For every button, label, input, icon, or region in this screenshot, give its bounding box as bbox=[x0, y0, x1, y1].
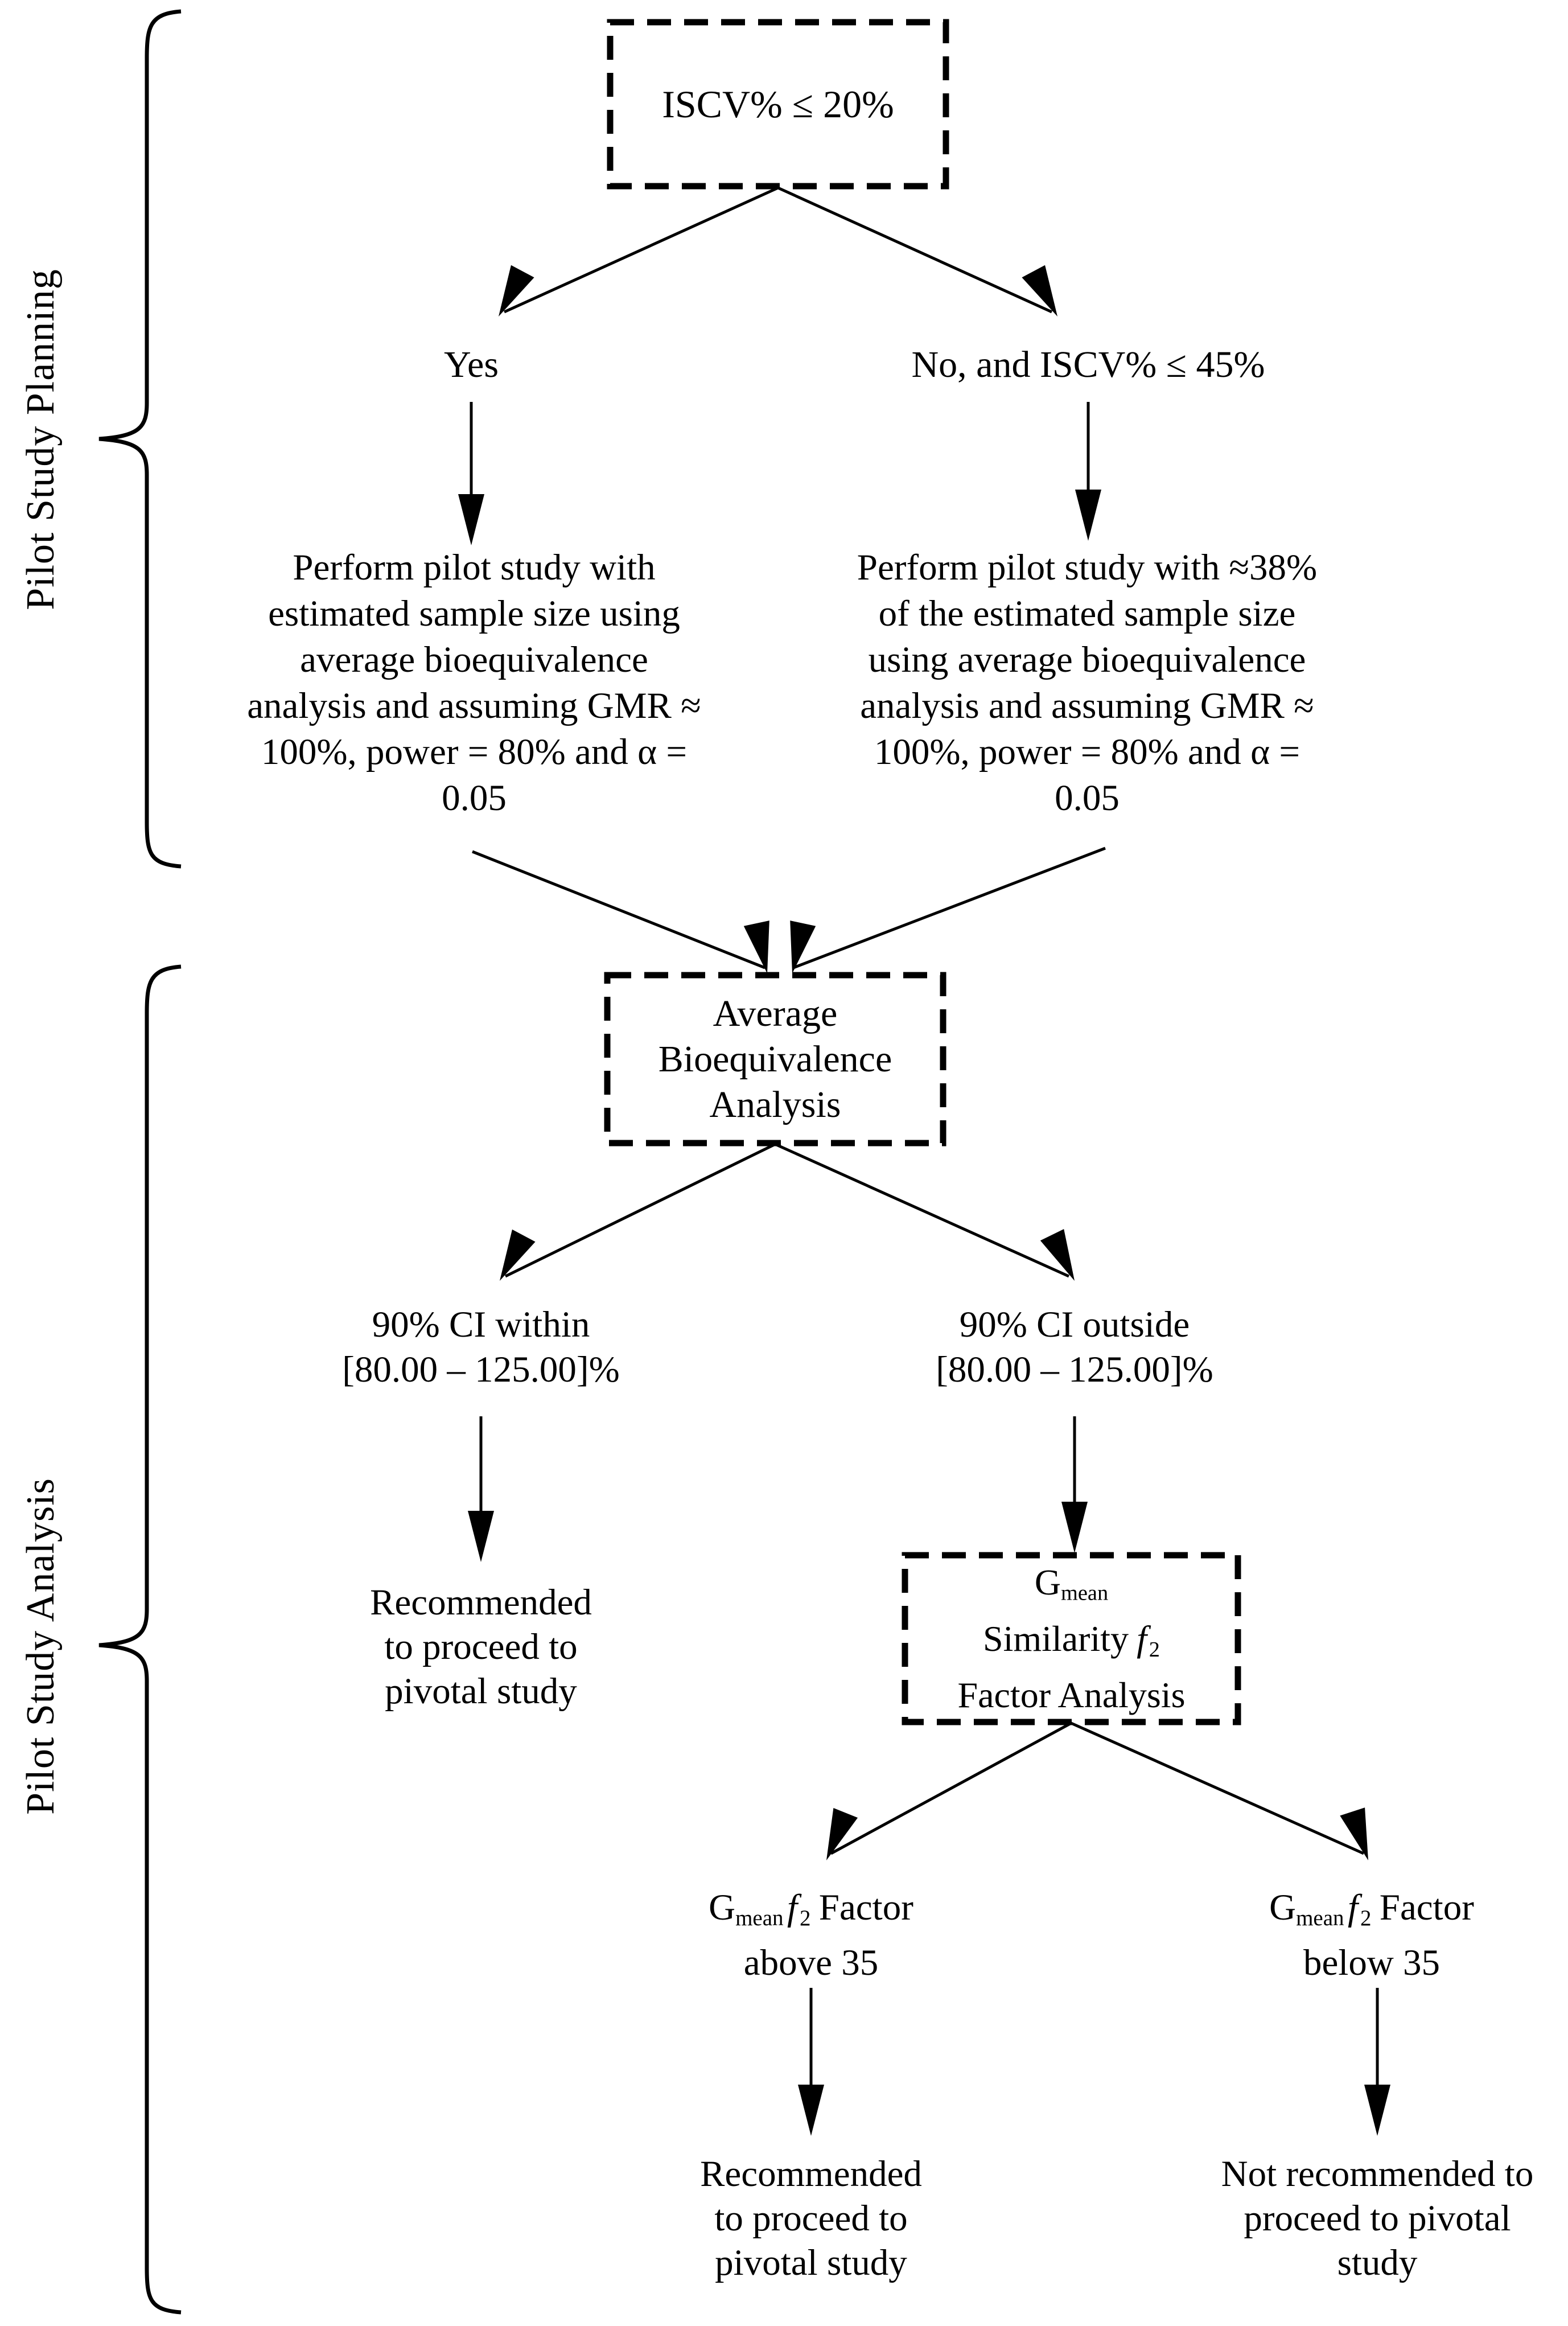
analysis-brace bbox=[98, 964, 182, 2315]
ci-within-label: 90% CI within[80.00 – 125.00]% bbox=[342, 1304, 620, 1390]
arrowhead bbox=[458, 494, 484, 545]
arrowhead bbox=[1040, 1229, 1075, 1281]
above-35-line: above 35 bbox=[743, 1942, 879, 1983]
arrow-iscv-to-yes bbox=[503, 186, 779, 314]
arrow-iscv-to-no bbox=[777, 186, 1053, 314]
branch-label-yes: Yes bbox=[443, 344, 499, 385]
arrow-abe-to-ci-outside bbox=[774, 1143, 1070, 1278]
iscv-box-outline bbox=[607, 19, 949, 190]
arrowhead bbox=[499, 265, 534, 317]
arrow-lines bbox=[470, 186, 1379, 2129]
arrow-pilot-left-to-abe bbox=[472, 850, 766, 969]
abe-box-outline bbox=[604, 972, 946, 1146]
pilot-study-right-instructions: Perform pilot study with ≈38%of the esti… bbox=[857, 547, 1318, 819]
arrow-gmean-to-above bbox=[830, 1721, 1072, 1855]
arrowhead bbox=[1061, 1502, 1088, 1553]
ci-outside-label: 90% CI outside[80.00 – 125.00]% bbox=[936, 1304, 1213, 1390]
arrow-heads bbox=[458, 265, 1390, 2136]
gmean-line: Gmean bbox=[1034, 1562, 1109, 1605]
section-label-pilot-study-planning: Pilot Study Planning bbox=[19, 269, 63, 610]
factor-analysis-line: Factor Analysis bbox=[957, 1674, 1186, 1715]
arrow-abe-to-ci-within bbox=[504, 1143, 776, 1278]
arrowhead bbox=[826, 1807, 858, 1860]
arrowhead bbox=[468, 1511, 494, 1562]
branch-label-no-iscv45: No, and ISCV% ≤ 45% bbox=[911, 344, 1265, 385]
arrow-gmean-to-below bbox=[1070, 1721, 1365, 1855]
arrowhead bbox=[500, 1229, 536, 1281]
iscv-decision-box: ISCV% ≤ 20% bbox=[662, 83, 894, 126]
section-label-pilot-study-analysis: Pilot Study Analysis bbox=[19, 1478, 63, 1815]
arrowhead bbox=[798, 2085, 824, 2136]
arrowhead bbox=[1022, 265, 1057, 317]
planning-brace bbox=[98, 9, 182, 869]
arrowhead bbox=[790, 920, 816, 973]
arrowhead bbox=[1340, 1807, 1368, 1860]
dashed-box-outlines bbox=[604, 19, 1241, 1725]
gmean-box-outline bbox=[902, 1552, 1241, 1725]
below-35-line: below 35 bbox=[1303, 1942, 1441, 1983]
section-braces bbox=[98, 9, 182, 2315]
arrowhead bbox=[743, 920, 769, 973]
arrow-pilot-right-to-abe bbox=[793, 846, 1106, 969]
arrowhead bbox=[1364, 2085, 1390, 2136]
arrowhead bbox=[1075, 490, 1101, 541]
